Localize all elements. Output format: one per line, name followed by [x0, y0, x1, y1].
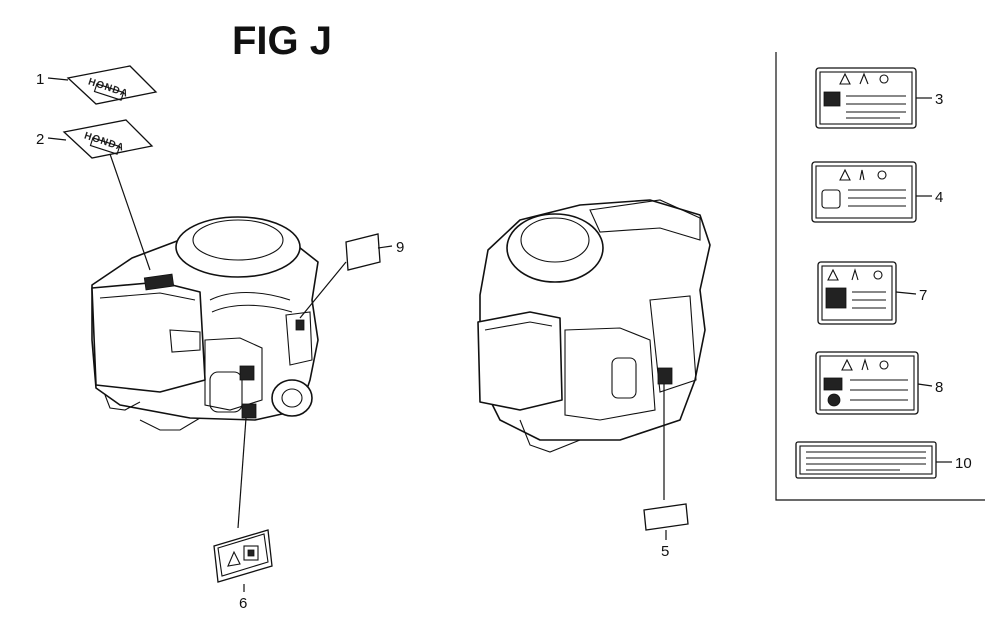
read-manual-icon [821, 189, 841, 209]
read-manual-icon [243, 545, 259, 561]
callout-9: 9 [396, 239, 404, 256]
blank-label-9 [345, 233, 381, 271]
warning-triangle-icon [839, 168, 851, 181]
callout-1: 1 [36, 71, 44, 88]
warning-triangle-icon [827, 268, 839, 281]
callout-10: 10 [955, 455, 972, 472]
blank-label-5 [643, 503, 689, 531]
callout-5: 5 [661, 543, 669, 560]
warning-triangle-icon [839, 72, 851, 85]
leader-lines [47, 77, 952, 592]
callout-3: 3 [935, 91, 943, 108]
hot-surface-icon [859, 72, 869, 85]
fire-icon [879, 74, 889, 84]
figure-title: FIG J [232, 19, 332, 63]
left-engine [91, 216, 319, 431]
safety-label-4 [811, 161, 917, 223]
hot-surface-icon [861, 358, 869, 371]
hot-surface-icon [859, 169, 865, 181]
honda-emblem-plate-1: HONDA [66, 65, 158, 105]
callout-8: 8 [935, 379, 943, 396]
honda-emblem-plate-2: HONDA [62, 119, 154, 159]
callout-4: 4 [935, 189, 943, 206]
right-engine [477, 199, 711, 453]
safety-label-8 [815, 351, 919, 415]
safety-label-7 [817, 261, 897, 325]
callout-2: 2 [36, 131, 44, 148]
warning-triangle-icon [227, 550, 241, 567]
safety-label-3 [815, 67, 917, 129]
fire-icon [873, 270, 883, 280]
callout-6: 6 [239, 595, 247, 612]
label-panel-border [775, 52, 985, 501]
info-label-10 [795, 441, 937, 479]
fire-icon [877, 170, 887, 180]
callout-7: 7 [919, 287, 927, 304]
fire-icon [879, 360, 889, 370]
warning-triangle-icon [841, 358, 853, 371]
warning-label-6 [213, 529, 273, 583]
hot-surface-icon [851, 268, 859, 281]
